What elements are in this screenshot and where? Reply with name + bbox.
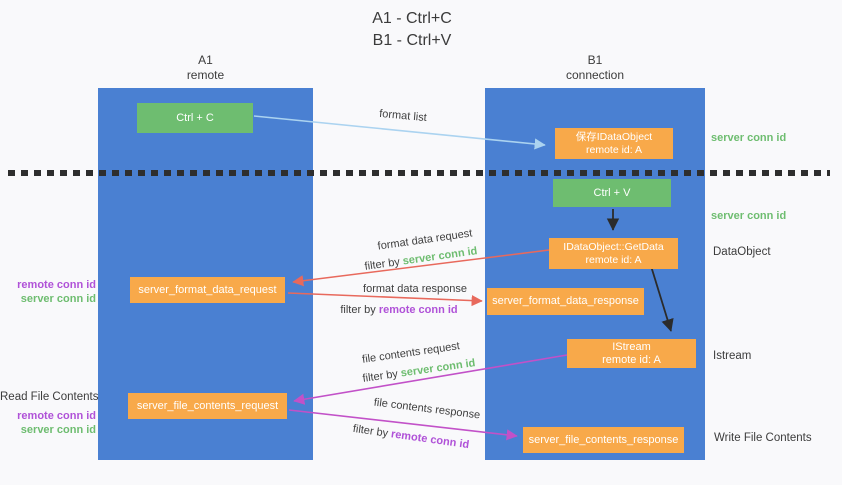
node-getdata-line1: IDataObject::GetData — [563, 240, 664, 253]
node-ctrl-c: Ctrl + C — [137, 103, 253, 133]
node-save-idataobject-line1: 保存IDataObject — [575, 130, 653, 143]
node-server-file-contents-request: server_file_contents_request — [128, 393, 287, 419]
node-getdata-line2: remote id: A — [585, 253, 642, 266]
node-ctrl-v-label: Ctrl + V — [593, 186, 631, 199]
label-istream: Istream — [713, 350, 752, 362]
label-write-file-contents: Write File Contents — [714, 432, 812, 444]
diagram-title: A1 - Ctrl+C B1 - Ctrl+V — [312, 8, 512, 52]
filter-by-text: filter by — [340, 304, 376, 316]
node-istream-line2: remote id: A — [602, 353, 661, 366]
remote-conn-id-text: remote conn id — [17, 279, 96, 291]
arrow-format-data-request — [292, 249, 550, 287]
remote-conn-id-text: remote conn id — [17, 410, 96, 422]
node-ctrl-v: Ctrl + V — [553, 179, 671, 207]
dotted-divider — [8, 170, 830, 176]
label-server-conn-id-mid: server conn id — [711, 210, 787, 222]
label-server-conn-id-top: server conn id — [711, 132, 787, 144]
label-dataobject: DataObject — [713, 246, 771, 258]
title-line-2: B1 - Ctrl+V — [372, 32, 452, 49]
lane-a1-role: remote — [186, 68, 225, 82]
node-save-idataobject: 保存IDataObject remote id: A — [555, 128, 673, 159]
server-conn-id-text: server conn id — [20, 293, 96, 305]
lane-b1-role: connection — [565, 68, 625, 82]
arrow-file-contents-request — [293, 354, 568, 405]
node-file-request-label: server_file_contents_request — [136, 399, 279, 412]
title-line-1: A1 - Ctrl+C — [372, 10, 452, 27]
lane-a1-name: A1 — [198, 53, 213, 67]
node-idataobject-getdata: IDataObject::GetData remote id: A — [549, 238, 678, 269]
lane-header-b1: B1 connection — [485, 53, 705, 83]
node-server-format-data-request: server_format_data_request — [130, 277, 285, 303]
node-server-file-contents-response: server_file_contents_response — [523, 427, 684, 453]
arrow-format-data-response — [287, 292, 483, 307]
server-conn-id-text: server conn id — [20, 424, 96, 436]
remote-conn-id-text: remote conn id — [378, 304, 458, 316]
node-file-response-label: server_file_contents_response — [528, 433, 679, 446]
node-server-format-data-response: server_format_data_response — [487, 288, 644, 315]
node-save-idataobject-line2: remote id: A — [585, 143, 643, 156]
arrow-getdata-to-istream — [650, 265, 674, 332]
lane-b1-name: B1 — [587, 53, 603, 67]
label-conn-id-pair-2: remote conn id server conn id — [0, 409, 96, 437]
label-read-file-contents: Read File Contents — [0, 391, 99, 403]
node-format-request-label: server_format_data_request — [138, 283, 277, 296]
arrow-file-contents-response — [288, 409, 518, 441]
lane-header-a1: A1 remote — [98, 53, 313, 83]
node-istream-line1: IStream — [612, 340, 651, 353]
node-ctrl-c-label: Ctrl + C — [176, 111, 214, 124]
label-format-data-response: format data response — [363, 283, 467, 295]
node-istream: IStream remote id: A — [567, 339, 696, 368]
arrow-format-list — [253, 115, 546, 150]
node-format-response-label: server_format_data_response — [492, 295, 639, 307]
label-conn-id-pair-1: remote conn id server conn id — [0, 278, 96, 306]
